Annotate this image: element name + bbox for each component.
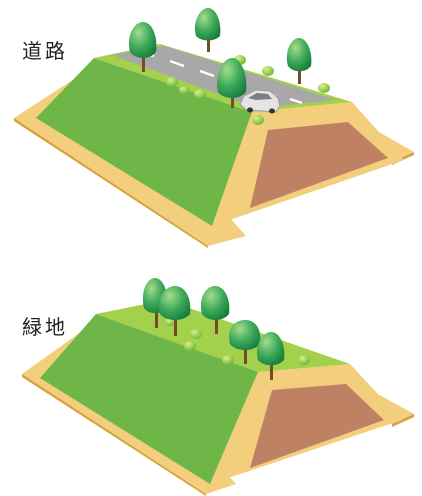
- tree-icon: [159, 286, 191, 336]
- bush-icon: [252, 115, 264, 125]
- tree-icon: [286, 38, 312, 84]
- bush-icon: [194, 89, 206, 99]
- tree-icon: [217, 58, 247, 108]
- bush-icon: [165, 318, 175, 326]
- bush-icon: [318, 83, 330, 93]
- tree-icon: [194, 8, 221, 52]
- embankment-slope: [36, 58, 252, 226]
- cross-section-earth: [250, 122, 388, 208]
- embankment-slope: [40, 314, 258, 484]
- ground-left-edge: [14, 118, 208, 248]
- cross-section-earth: [250, 384, 384, 468]
- tree-icon: [256, 332, 285, 380]
- green-space-label: 緑地: [22, 315, 68, 339]
- tree-icon: [128, 22, 157, 72]
- road-embankment-panel: 道路: [14, 8, 414, 248]
- bush-icon: [190, 329, 202, 339]
- bush-icon: [166, 77, 178, 87]
- tree-icon: [200, 286, 230, 334]
- top-grass-surface: [96, 300, 350, 372]
- green-space-embankment-panel: 緑地: [0, 248, 422, 496]
- road-label: 道路: [22, 39, 68, 63]
- car-icon: [239, 89, 281, 114]
- tree-icon: [229, 320, 261, 364]
- bush-icon: [184, 341, 196, 351]
- bush-icon: [222, 355, 234, 365]
- ground-right-edge: [392, 414, 414, 427]
- green-space-embankment-illustration: [22, 278, 414, 496]
- road-embankment-illustration: [14, 8, 414, 248]
- bush-icon: [262, 66, 274, 76]
- bush-icon: [179, 86, 189, 94]
- bush-icon: [298, 355, 310, 365]
- ground-left-edge: [22, 374, 206, 496]
